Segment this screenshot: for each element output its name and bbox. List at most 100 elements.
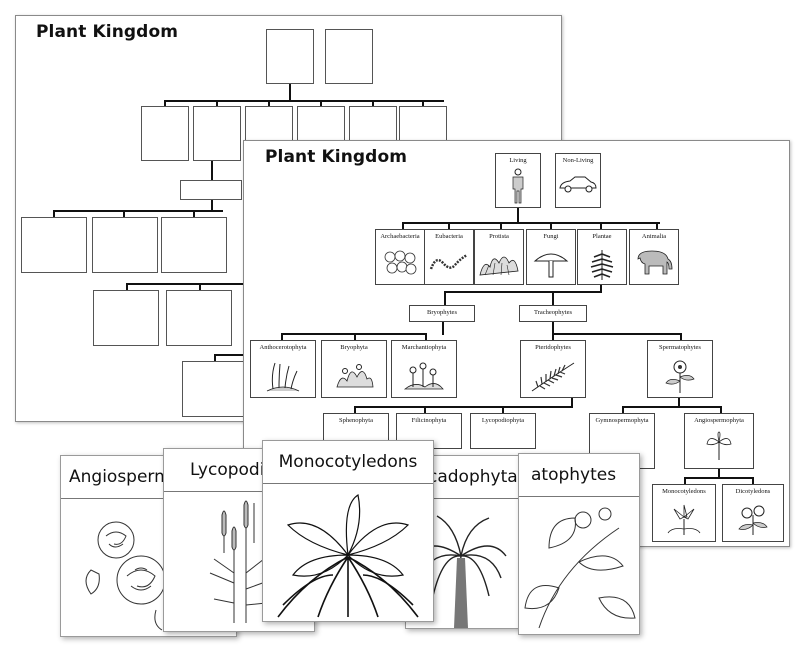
node-label: Sphenophyta — [339, 417, 373, 424]
connector — [216, 100, 218, 107]
connector — [622, 406, 624, 414]
node-label: Anthocerotophyta — [259, 344, 307, 351]
node-non-living: Non-Living — [555, 153, 601, 208]
person-icon — [512, 168, 524, 204]
moss-icon — [336, 364, 374, 388]
connector — [402, 222, 660, 224]
connector — [320, 100, 322, 107]
connector — [53, 210, 223, 212]
elephant-icon — [637, 250, 673, 275]
card-title: Angiosperm — [61, 456, 236, 499]
node-archaebacteria: Archaebacteria — [375, 229, 425, 285]
node-bryophytes: Bryophytes — [409, 305, 475, 322]
node-label: Angiospermophyta — [694, 417, 744, 424]
node-label: Spermatophytes — [659, 344, 701, 351]
fern-icon — [590, 250, 614, 280]
blank-box — [92, 217, 158, 273]
node-label: Lycopodiophyta — [481, 417, 525, 424]
blank-box — [266, 29, 314, 84]
node-eubacteria: Eubacteria — [424, 229, 474, 285]
card-spermatophytes: atophytes — [518, 453, 640, 635]
node-label: Bryophyta — [340, 344, 368, 351]
connector — [422, 100, 424, 107]
node-bryophyta: Bryophyta — [321, 340, 387, 398]
connector — [214, 354, 216, 362]
connector — [550, 222, 552, 230]
node-label: Filicinophyta — [411, 417, 447, 424]
connector — [752, 477, 754, 485]
connector — [600, 222, 602, 230]
node-label: Eubacteria — [435, 233, 463, 240]
connector — [214, 354, 254, 356]
connector — [354, 406, 356, 414]
node-plantae: Plantae — [577, 229, 627, 285]
card-title: Lycopodic — [164, 449, 314, 492]
node-label: Gymnospermophyta — [595, 417, 649, 424]
blank-box — [93, 290, 159, 346]
node-label: Archaebacteria — [380, 233, 420, 240]
node-living: Living — [495, 153, 541, 208]
node-dicotyledons: Dicotyledons — [722, 484, 784, 542]
connector — [444, 291, 602, 293]
lily-icon — [706, 431, 732, 460]
hornwort-icon — [266, 362, 300, 392]
connector — [680, 333, 682, 341]
lily-illustration — [277, 494, 419, 618]
connector — [281, 333, 283, 341]
club-moss-illustration — [209, 500, 269, 623]
blank-box — [193, 106, 241, 161]
connector — [211, 161, 213, 181]
connector — [720, 406, 722, 414]
connector — [718, 469, 720, 479]
node-animalia: Animalia — [629, 229, 679, 285]
connector — [268, 100, 270, 107]
blank-box — [21, 217, 87, 273]
card-title: Monocotyledons — [263, 441, 433, 484]
node-fungi: Fungi — [526, 229, 576, 285]
car-icon — [559, 176, 597, 193]
blank-box — [325, 29, 373, 84]
card-title: cadophyta — [406, 456, 521, 499]
flowering-plant-icon — [665, 360, 695, 393]
dicot-flower-icon — [738, 505, 768, 535]
node-label: Dicotyledons — [735, 488, 771, 495]
fern-frond-icon — [531, 362, 575, 392]
connector — [517, 208, 519, 224]
connector — [442, 322, 444, 335]
connector — [424, 406, 426, 414]
node-lycopodiophyta: Lycopodiophyta — [470, 413, 536, 449]
connector — [678, 398, 680, 408]
archaebacteria-icon — [384, 250, 417, 275]
connector — [53, 210, 55, 218]
card-title: atophytes — [519, 454, 639, 497]
connector — [372, 100, 374, 107]
card-monocotyledons: Monocotyledons — [262, 440, 434, 622]
connector — [126, 283, 128, 291]
connector — [444, 291, 446, 306]
protista-icon — [479, 256, 519, 276]
connector — [354, 333, 356, 341]
connector — [600, 285, 602, 293]
palm-illustration — [415, 515, 507, 628]
node-label: Bryophytes — [427, 309, 457, 316]
blank-box — [161, 217, 227, 273]
connector — [164, 100, 166, 107]
leafy-plant-illustration — [524, 507, 636, 629]
connector — [684, 477, 754, 479]
connector — [552, 291, 554, 306]
connector — [211, 200, 213, 212]
connector — [571, 398, 573, 408]
connector — [402, 222, 404, 230]
connector — [199, 283, 201, 291]
node-monocotyledons: Monocotyledons — [652, 484, 716, 542]
monocot-flower-icon — [667, 504, 701, 535]
connector — [354, 406, 573, 408]
node-label: Animalia — [641, 233, 667, 240]
chart-title: Plant Kingdom — [265, 147, 408, 167]
node-label: Pteridophytes — [535, 344, 571, 351]
connector — [622, 406, 722, 408]
connector — [425, 333, 427, 341]
blank-box — [166, 290, 232, 346]
connector — [502, 406, 504, 414]
node-label: Marchantiophyta — [401, 344, 447, 351]
